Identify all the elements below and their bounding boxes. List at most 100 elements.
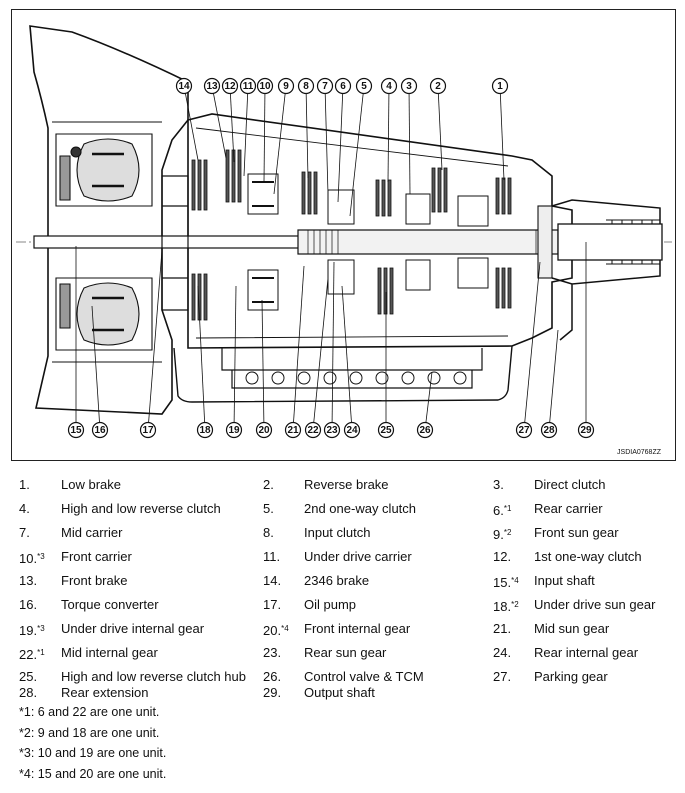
svg-text:14: 14 bbox=[178, 81, 190, 92]
callout-23: 23 bbox=[323, 421, 341, 439]
legend-label: Input shaft bbox=[534, 573, 595, 588]
svg-text:16: 16 bbox=[94, 425, 106, 436]
legend-item: 4. High and low reverse clutch bbox=[19, 500, 257, 518]
callout-8: 8 bbox=[297, 77, 315, 95]
legend-number: 8. bbox=[263, 525, 274, 540]
transmission-drawing: 1413121110987654321151617181920212223242… bbox=[16, 25, 672, 439]
legend-item: 12.1st one-way clutch bbox=[493, 548, 653, 566]
legend-item: 23.Rear sun gear bbox=[263, 644, 501, 662]
leader-line-14 bbox=[183, 85, 199, 161]
legend-item: 21.Mid sun gear bbox=[493, 620, 653, 638]
legend-number: 23. bbox=[263, 645, 282, 660]
callout-13: 13 bbox=[203, 77, 221, 95]
callout-4: 4 bbox=[380, 77, 398, 95]
rear-extension-housing bbox=[551, 199, 661, 341]
legend-label: Under drive internal gear bbox=[61, 621, 205, 636]
legend-number: 27. bbox=[493, 669, 512, 684]
svg-text:12: 12 bbox=[224, 81, 236, 92]
output-shaft bbox=[557, 223, 663, 261]
svg-text:11: 11 bbox=[243, 81, 254, 92]
leader-line-28 bbox=[548, 329, 559, 431]
leader-line-4 bbox=[387, 85, 390, 183]
callout-19: 19 bbox=[225, 421, 243, 439]
callout-17: 17 bbox=[139, 421, 157, 439]
control-valve-body bbox=[221, 348, 483, 389]
legend-item: 25.High and low reverse clutch hub bbox=[19, 668, 257, 686]
leader-line-26 bbox=[424, 371, 433, 431]
transmission-body bbox=[16, 25, 672, 415]
legend-number: 12. bbox=[493, 549, 512, 564]
svg-text:10: 10 bbox=[259, 81, 271, 92]
leader-line-27 bbox=[523, 261, 541, 431]
callout-29: 29 bbox=[577, 421, 595, 439]
legend-item: 10.*3 Front carrier bbox=[19, 548, 257, 566]
legend-number: 16. bbox=[19, 597, 38, 612]
legend-label: Parking gear bbox=[534, 669, 608, 684]
leader-line-7 bbox=[324, 85, 329, 195]
legend-item: 11.Under drive carrier bbox=[263, 548, 501, 566]
leader-line-16 bbox=[91, 305, 101, 431]
svg-text:5: 5 bbox=[361, 81, 367, 92]
leader-line-23 bbox=[331, 261, 335, 431]
callout-18: 18 bbox=[196, 421, 214, 439]
legend-footnote-mark: *3 bbox=[37, 552, 45, 561]
legend-number: 28. bbox=[19, 685, 38, 700]
leader-line-22 bbox=[312, 277, 329, 431]
leader-line-19 bbox=[233, 285, 237, 431]
legend-item: 2. Reverse brake bbox=[263, 476, 501, 494]
legend-item: 1.Low brake bbox=[19, 476, 257, 494]
legend-item: 29.Output shaft bbox=[263, 684, 501, 702]
leader-line-3 bbox=[408, 85, 411, 195]
leader-line-21 bbox=[292, 265, 305, 431]
legend-number: 6.*1 bbox=[493, 503, 512, 518]
legend-number: 10.*3 bbox=[19, 551, 45, 566]
legend-item: 26.Control valve & TCM bbox=[263, 668, 501, 686]
legend-number: 17. bbox=[263, 597, 282, 612]
legend-number: 7. bbox=[19, 525, 30, 540]
leader-line-24 bbox=[341, 285, 353, 431]
legend-number: 2. bbox=[263, 477, 274, 492]
legend-label: Front sun gear bbox=[534, 525, 619, 540]
legend-label: Torque converter bbox=[61, 597, 159, 612]
footnotes: *1: 6 and 22 are one unit. *2: 9 and 18 … bbox=[19, 702, 166, 784]
legend-label: 2nd one-way clutch bbox=[304, 501, 417, 516]
legend-item: 27. Parking gear bbox=[493, 668, 653, 686]
callout-9: 9 bbox=[277, 77, 295, 95]
callout-5: 5 bbox=[355, 77, 373, 95]
legend-label: Rear extension bbox=[61, 685, 149, 700]
leader-line-9 bbox=[273, 85, 287, 195]
callout-16: 16 bbox=[91, 421, 109, 439]
svg-text:13: 13 bbox=[206, 81, 218, 92]
legend-label: Mid sun gear bbox=[534, 621, 610, 636]
mainshaft bbox=[297, 229, 559, 255]
legend-number: 29. bbox=[263, 685, 282, 700]
legend-label: High and low reverse clutch bbox=[61, 501, 221, 516]
callout-7: 7 bbox=[316, 77, 334, 95]
legend-number: 4. bbox=[19, 501, 30, 516]
legend-item: 17.Oil pump bbox=[263, 596, 501, 614]
callout-10: 10 bbox=[256, 77, 274, 95]
svg-text:1: 1 bbox=[497, 81, 503, 92]
legend-label: Input clutch bbox=[304, 525, 371, 540]
svg-text:24: 24 bbox=[346, 425, 358, 436]
legend-label: Front carrier bbox=[61, 549, 132, 564]
legend-label: Mid internal gear bbox=[61, 645, 158, 660]
svg-text:28: 28 bbox=[543, 425, 555, 436]
input-shaft bbox=[33, 235, 325, 249]
svg-text:7: 7 bbox=[322, 81, 328, 92]
callout-25: 25 bbox=[377, 421, 395, 439]
legend-item: 5.2nd one-way clutch bbox=[263, 500, 501, 518]
legend-footnote-mark: *2 bbox=[511, 600, 519, 609]
legend-label: High and low reverse clutch hub bbox=[61, 669, 246, 684]
legend-footnote-mark: *3 bbox=[37, 624, 45, 633]
legend-item: 13.Front brake bbox=[19, 572, 257, 590]
legend-number: 24. bbox=[493, 645, 512, 660]
callout-3: 3 bbox=[400, 77, 418, 95]
legend-label: Reverse brake bbox=[304, 477, 389, 492]
callout-6: 6 bbox=[334, 77, 352, 95]
legend-number: 18.*2 bbox=[493, 599, 519, 614]
